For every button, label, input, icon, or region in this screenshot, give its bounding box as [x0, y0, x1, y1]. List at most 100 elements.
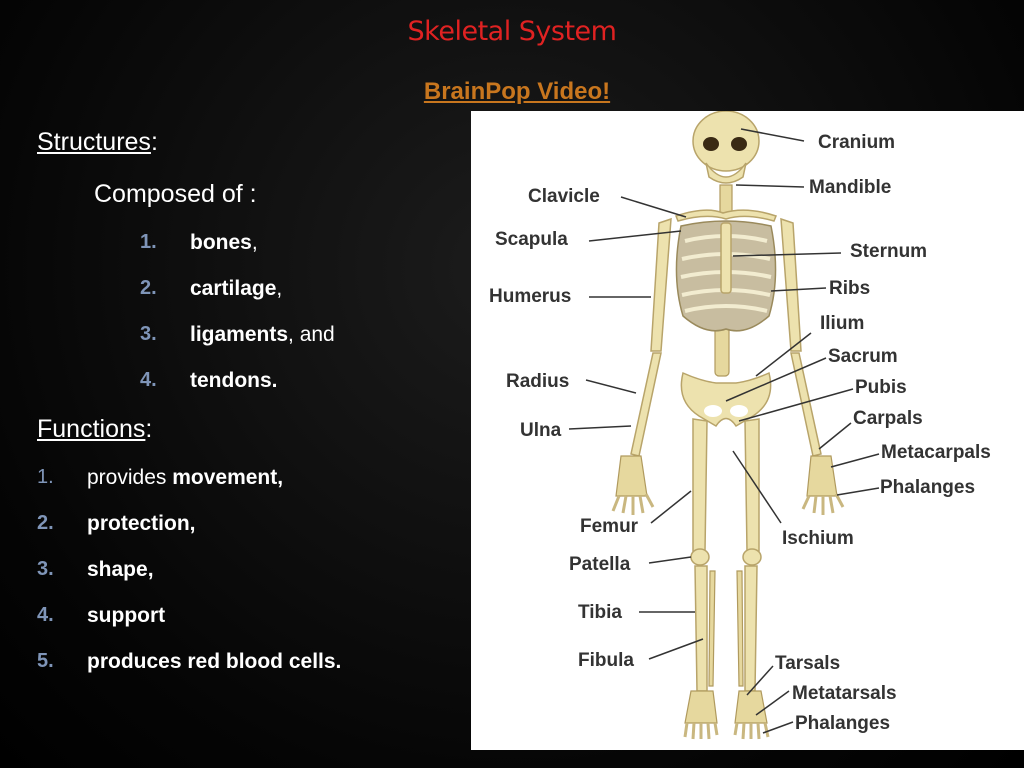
label-cranium: Cranium	[818, 132, 895, 153]
right-tibia	[744, 565, 758, 692]
label-patella: Patella	[569, 554, 631, 575]
label-ischium: Ischium	[782, 528, 854, 549]
structure-item-number: 1.	[140, 231, 157, 253]
structure-item-term: bones	[190, 231, 252, 254]
label-clavicle: Clavicle	[528, 186, 600, 207]
label-carpals: Carpals	[853, 408, 923, 429]
left-tibia	[694, 565, 708, 692]
label-ulna: Ulna	[520, 420, 562, 441]
functions-colon: :	[145, 415, 153, 443]
pointer-phalanges-hand	[836, 487, 880, 496]
left-hand	[615, 455, 648, 497]
function-item-number: 3.	[37, 558, 54, 580]
pointer-pubis	[738, 388, 854, 422]
pelvis-hole-left	[704, 405, 722, 417]
label-sternum: Sternum	[850, 241, 927, 262]
pointer-sternum	[732, 252, 842, 257]
brainpop-video-link[interactable]: BrainPop Video!	[423, 78, 611, 105]
sternum-bone	[720, 222, 732, 294]
pointer-tarsals	[746, 665, 774, 696]
skeleton-illustration: Cranium Mandible Clavicle Scapula Sternu…	[489, 111, 991, 740]
pointer-femur	[650, 490, 692, 524]
left-fibula	[708, 570, 716, 687]
structure-item-term: cartilage	[190, 277, 277, 300]
function-item-term: movement,	[172, 466, 284, 489]
pelvis	[680, 371, 772, 428]
left-toes	[683, 722, 719, 740]
pointer-mandible	[735, 184, 805, 188]
label-tibia: Tibia	[578, 602, 622, 623]
clavicle-bones	[675, 209, 777, 222]
pointer-cranium	[740, 128, 805, 142]
structure-item-term: ligaments	[190, 323, 289, 346]
eye-socket-right	[731, 137, 747, 151]
structures-heading-text: Structures	[37, 128, 151, 156]
label-ilium: Ilium	[820, 313, 864, 334]
function-item-number: 2.	[37, 512, 54, 534]
function-item-term: produces red blood cells.	[87, 650, 342, 673]
function-item-number: 1.	[37, 466, 54, 488]
pointer-ilium	[755, 332, 812, 377]
right-toes	[733, 722, 770, 740]
label-humerus: Humerus	[489, 286, 571, 307]
structure-item-suffix: ,	[276, 277, 283, 300]
label-metacarpals: Metacarpals	[881, 442, 991, 463]
right-hand	[806, 455, 838, 497]
left-patella	[690, 548, 710, 566]
cranium-bone	[692, 111, 760, 172]
function-item-term: support	[87, 604, 166, 627]
structure-item-suffix: , and	[288, 323, 335, 346]
composed-of-text: Composed of :	[94, 180, 257, 208]
structure-item-number: 2.	[140, 277, 157, 299]
pointer-patella	[648, 556, 692, 564]
mandible-bone	[705, 162, 747, 184]
label-phalanges-hand: Phalanges	[880, 477, 975, 498]
label-sacrum: Sacrum	[828, 346, 898, 367]
label-scapula: Scapula	[495, 229, 568, 250]
pointer-phalanges-foot	[762, 721, 794, 734]
structure-item-number: 3.	[140, 323, 157, 345]
right-humerus	[780, 217, 802, 352]
label-tarsals: Tarsals	[775, 653, 840, 674]
pointer-sacrum	[725, 357, 827, 402]
structure-item-number: 4.	[140, 369, 157, 391]
right-femur	[744, 418, 760, 552]
label-ribs: Ribs	[829, 278, 870, 299]
left-forearm	[630, 352, 662, 457]
label-femur: Femur	[580, 516, 639, 537]
skeleton-diagram: Cranium Mandible Clavicle Scapula Sternu…	[471, 111, 1024, 750]
structure-item-suffix: ,	[251, 231, 258, 254]
left-femur	[692, 418, 708, 552]
right-foot	[734, 690, 768, 724]
structures-colon: :	[150, 128, 158, 156]
pointer-radius	[585, 379, 637, 394]
pointer-scapula	[588, 230, 682, 242]
pointer-metacarpals	[830, 453, 880, 468]
right-patella	[742, 548, 762, 566]
function-item-term: shape,	[87, 558, 154, 581]
label-radius: Radius	[506, 371, 569, 392]
pelvis-hole-right	[730, 405, 748, 417]
label-phalanges-foot: Phalanges	[795, 713, 890, 734]
function-item-number: 5.	[37, 650, 54, 672]
pointer-metatarsals	[755, 690, 790, 716]
right-fibula	[736, 570, 744, 687]
left-humerus	[650, 217, 672, 352]
left-foot	[684, 690, 718, 724]
pointer-clavicle	[620, 196, 687, 218]
pointer-ulna	[568, 425, 632, 430]
structures-heading: Structures:	[37, 128, 158, 157]
function-item-number: 4.	[37, 604, 54, 626]
function-item-term: protection,	[87, 512, 196, 535]
pointer-carpals	[818, 422, 852, 450]
right-fingers	[801, 493, 845, 515]
left-fingers	[611, 493, 655, 515]
functions-heading: Functions:	[37, 415, 152, 444]
function-item-prefix: provides	[87, 466, 173, 489]
label-mandible: Mandible	[809, 177, 891, 198]
slide-title: Skeletal System	[407, 16, 617, 47]
pointer-ribs	[770, 287, 827, 292]
pointer-fibula	[648, 638, 704, 660]
label-fibula: Fibula	[578, 650, 634, 671]
eye-socket-left	[703, 137, 719, 151]
